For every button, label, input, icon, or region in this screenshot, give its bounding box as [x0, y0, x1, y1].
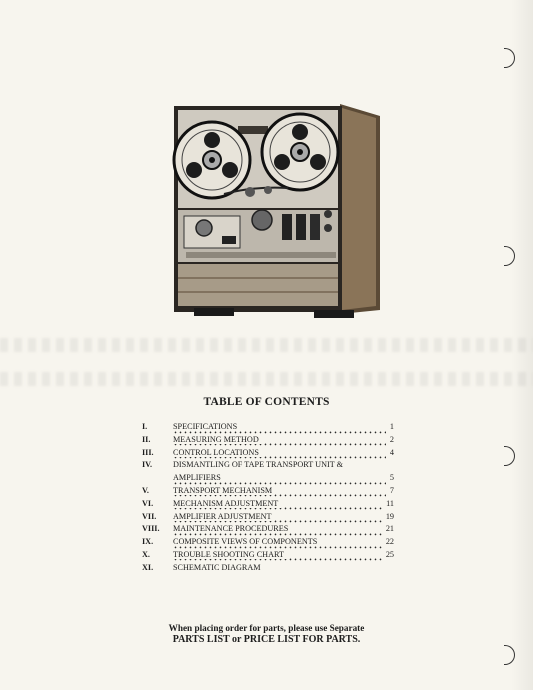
toc-entry: XI. SCHEMATIC DIAGRAM — [142, 562, 394, 575]
toc-entry-page: 7 — [386, 484, 394, 498]
tape-recorder-photo — [172, 104, 380, 318]
toc-entry: II. MEASURING METHOD 2 — [142, 433, 394, 447]
toc-entry-page: 4 — [386, 446, 394, 460]
toc-entry-label: DISMANTLING OF TAPE TRANSPORT UNIT & — [173, 460, 346, 470]
toc-entry-label: MAINTENANCE PROCEDURES — [173, 524, 292, 534]
toc-entry-page: 1 — [386, 421, 394, 434]
toc-dot-leader — [173, 472, 386, 485]
bleed-through-text — [0, 338, 533, 352]
toc-entry-number: I. — [142, 422, 148, 431]
toc-entry-label: SPECIFICATIONS — [173, 422, 241, 431]
toc-entry-number: IX. — [142, 537, 154, 547]
toc-entry: VIII. MAINTENANCE PROCEDURES 21 — [142, 523, 394, 537]
parts-order-note: When placing order for parts, please use… — [0, 622, 533, 646]
toc-entry-page: 22 — [382, 536, 394, 549]
toc-entry-page: 19 — [382, 510, 394, 524]
toc-entry: X. TROUBLE SHOOTING CHART 25 — [142, 548, 394, 562]
toc-entry-label: SCHEMATIC DIAGRAM — [173, 562, 264, 572]
toc-entry-number: VII. — [142, 511, 157, 521]
toc-entry-label: TROUBLE SHOOTING CHART — [173, 549, 287, 559]
toc-entry-number: V. — [142, 485, 149, 495]
toc-entry-label: COMPOSITE VIEWS OF COMPONENTS — [173, 537, 321, 547]
toc-entry-page: 2 — [386, 433, 394, 447]
note-line-1: When placing order for parts, please use… — [168, 623, 365, 633]
toc-entry-label: AMPLIFIERS — [173, 473, 224, 483]
toc-entry: IX. COMPOSITE VIEWS OF COMPONENTS 22 — [142, 536, 394, 549]
note-line-2: PARTS LIST or PRICE LIST FOR PARTS. — [172, 634, 361, 645]
toc-entry: VI. MECHANISM ADJUSTMENT 11 — [142, 497, 394, 511]
toc-entry-page: 11 — [383, 497, 394, 511]
toc-title: TABLE OF CONTENTS — [203, 396, 330, 408]
toc-entry-number: X. — [142, 549, 150, 559]
toc-entry: AMPLIFIERS 5 — [142, 472, 394, 485]
bleed-through-text — [0, 372, 533, 386]
toc-entry: III. CONTROL LOCATIONS 4 — [142, 446, 394, 460]
toc-entry-number: VIII. — [142, 524, 160, 534]
toc-entry: IV. DISMANTLING OF TAPE TRANSPORT UNIT & — [142, 459, 394, 472]
toc-entry-number: VI. — [142, 498, 154, 508]
toc-entry-page: 5 — [386, 472, 394, 485]
toc-entry: I. SPECIFICATIONS 1 — [142, 421, 394, 434]
toc-entry-page: 25 — [382, 548, 394, 562]
toc-entry-number: II. — [142, 434, 151, 444]
toc-entry-page: 21 — [382, 523, 394, 537]
toc-entry-number: XI. — [142, 562, 154, 572]
page-edge-shadow — [511, 0, 533, 690]
toc-entry: VII. AMPLIFIER ADJUSTMENT 19 — [142, 510, 394, 524]
right-reel — [260, 112, 340, 192]
toc-entry: V. TRANSPORT MECHANISM 7 — [142, 484, 394, 498]
toc-entry-label: CONTROL LOCATIONS — [173, 447, 262, 457]
toc-entry-number: III. — [142, 447, 154, 457]
toc-entry-label: AMPLIFIER ADJUSTMENT — [173, 511, 275, 521]
toc-entry-label: MEASURING METHOD — [173, 434, 262, 444]
toc-entry-label: MECHANISM ADJUSTMENT — [173, 498, 282, 508]
toc-entry-number: IV. — [142, 460, 153, 470]
left-reel — [172, 120, 252, 200]
toc-entry-label: TRANSPORT MECHANISM — [173, 485, 276, 495]
